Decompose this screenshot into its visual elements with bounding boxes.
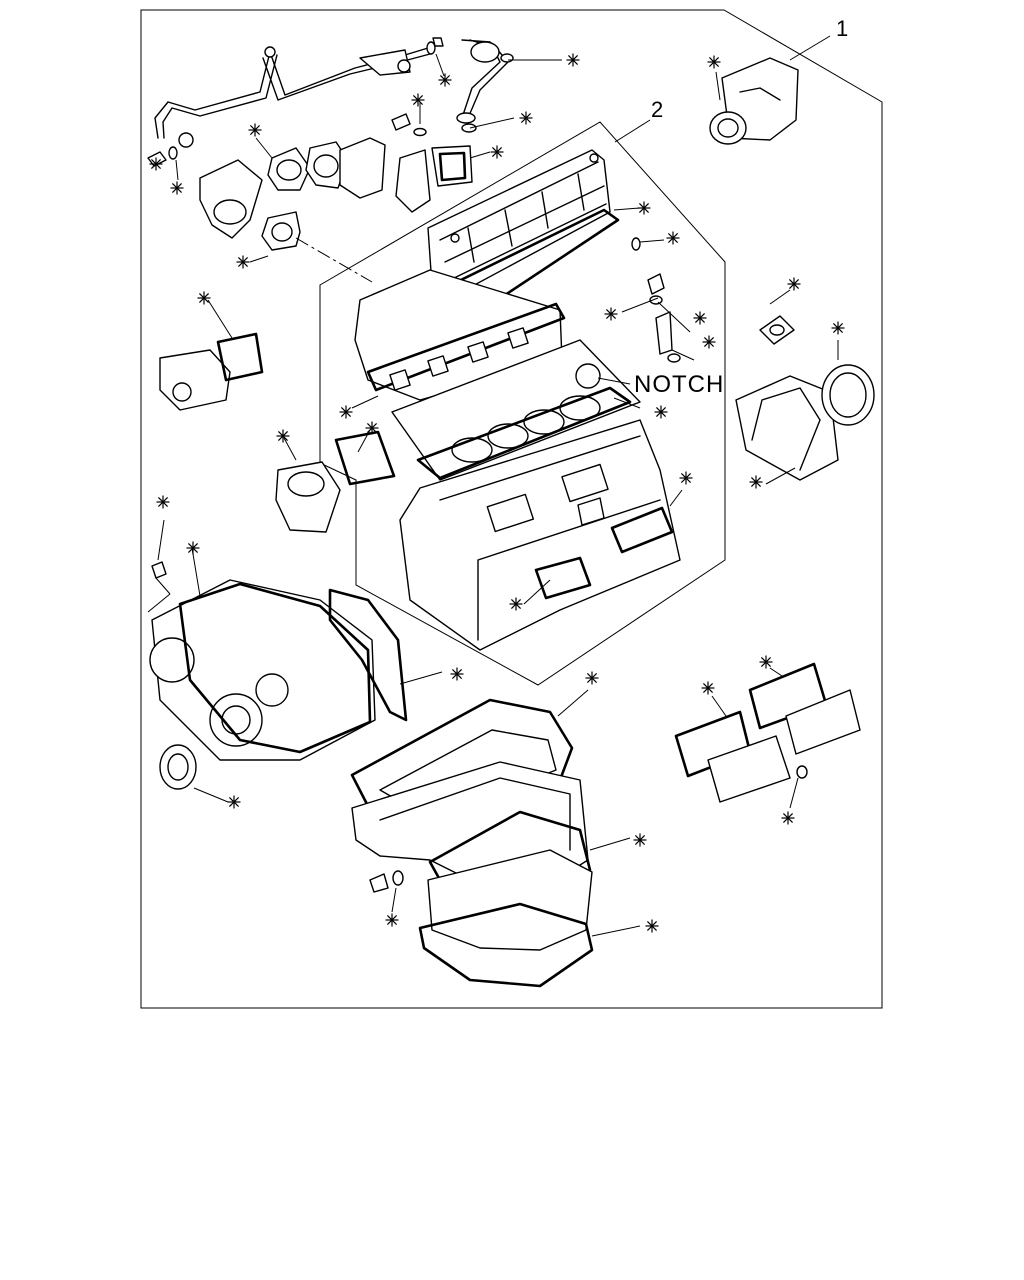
front-plate-gasket <box>328 588 408 722</box>
lower-oil-pan <box>427 849 593 951</box>
asterisk-icon <box>679 471 693 485</box>
callout-1: 1 <box>789 16 848 61</box>
asterisk-icon <box>633 833 647 847</box>
asterisk-icon <box>645 919 659 933</box>
asterisk-icon <box>170 181 184 195</box>
asterisk-icon <box>787 277 801 291</box>
rocker-cover <box>427 149 611 297</box>
side-cover-gaskets <box>534 506 674 600</box>
asterisk-icon <box>156 495 170 509</box>
asterisk-icon <box>276 429 290 443</box>
rear-seal-retainer <box>735 375 839 481</box>
callout-2: 2 <box>614 97 663 143</box>
asterisk-icon <box>385 913 399 927</box>
asterisk-icon <box>197 291 211 305</box>
asterisk-icon <box>654 405 668 419</box>
asterisk-markers <box>149 53 845 933</box>
asterisk-icon <box>693 311 707 325</box>
asterisk-icon <box>585 671 599 685</box>
reference-line <box>295 237 373 283</box>
kit-outline-frame <box>140 9 883 1009</box>
asterisk-icon <box>759 655 773 669</box>
fuel-pump-assembly <box>159 332 264 411</box>
asterisk-icon <box>365 421 379 435</box>
asterisk-icon <box>781 811 795 825</box>
asterisk-icon <box>411 93 425 107</box>
water-inlet <box>275 430 396 533</box>
turbocharger <box>709 57 799 145</box>
asterisk-icon <box>509 597 523 611</box>
asterisk-icon <box>236 255 250 269</box>
asterisk-icon <box>248 123 262 137</box>
asterisk-icon <box>702 335 716 349</box>
bolts-and-washers-top <box>147 37 514 167</box>
asterisk-icon <box>566 53 580 67</box>
asterisk-icon <box>637 201 651 215</box>
side-cover-gasket-set <box>674 662 861 803</box>
front-oil-seal <box>159 744 197 790</box>
asterisk-icon <box>831 321 845 335</box>
asterisk-icon <box>519 111 533 125</box>
notch-label: NOTCH <box>634 371 724 398</box>
callout-2-label: 2 <box>651 97 663 122</box>
asterisk-icon <box>149 157 163 171</box>
head-gasket-set-frame <box>319 121 726 686</box>
asterisk-icon <box>227 795 241 809</box>
asterisk-icon <box>339 405 353 419</box>
water-outlet-assembly <box>199 137 473 251</box>
asterisk-icon <box>186 541 200 555</box>
injector-parts <box>631 237 681 363</box>
asterisk-icon <box>604 307 618 321</box>
rear-oil-seal <box>821 364 875 426</box>
callout-1-label: 1 <box>836 16 848 41</box>
asterisk-icon <box>438 73 452 87</box>
notch-annotation: NOTCH <box>597 371 724 398</box>
cylinder-head-gasket <box>391 339 641 481</box>
timing-gear-case <box>149 579 376 761</box>
drain-plate-gasket <box>418 902 594 988</box>
oil-pipe-flange-gasket <box>759 315 795 345</box>
oil-pipe-assembly <box>154 39 509 148</box>
asterisk-icon <box>666 231 680 245</box>
leader-lines <box>157 53 839 937</box>
asterisk-icon <box>701 681 715 695</box>
drain-plug <box>369 870 404 893</box>
asterisk-icon <box>749 475 763 489</box>
asterisk-icon <box>707 55 721 69</box>
asterisk-icon <box>490 145 504 159</box>
case-bolt-left <box>147 561 171 613</box>
engine-block <box>399 419 681 651</box>
asterisk-icon <box>450 667 464 681</box>
